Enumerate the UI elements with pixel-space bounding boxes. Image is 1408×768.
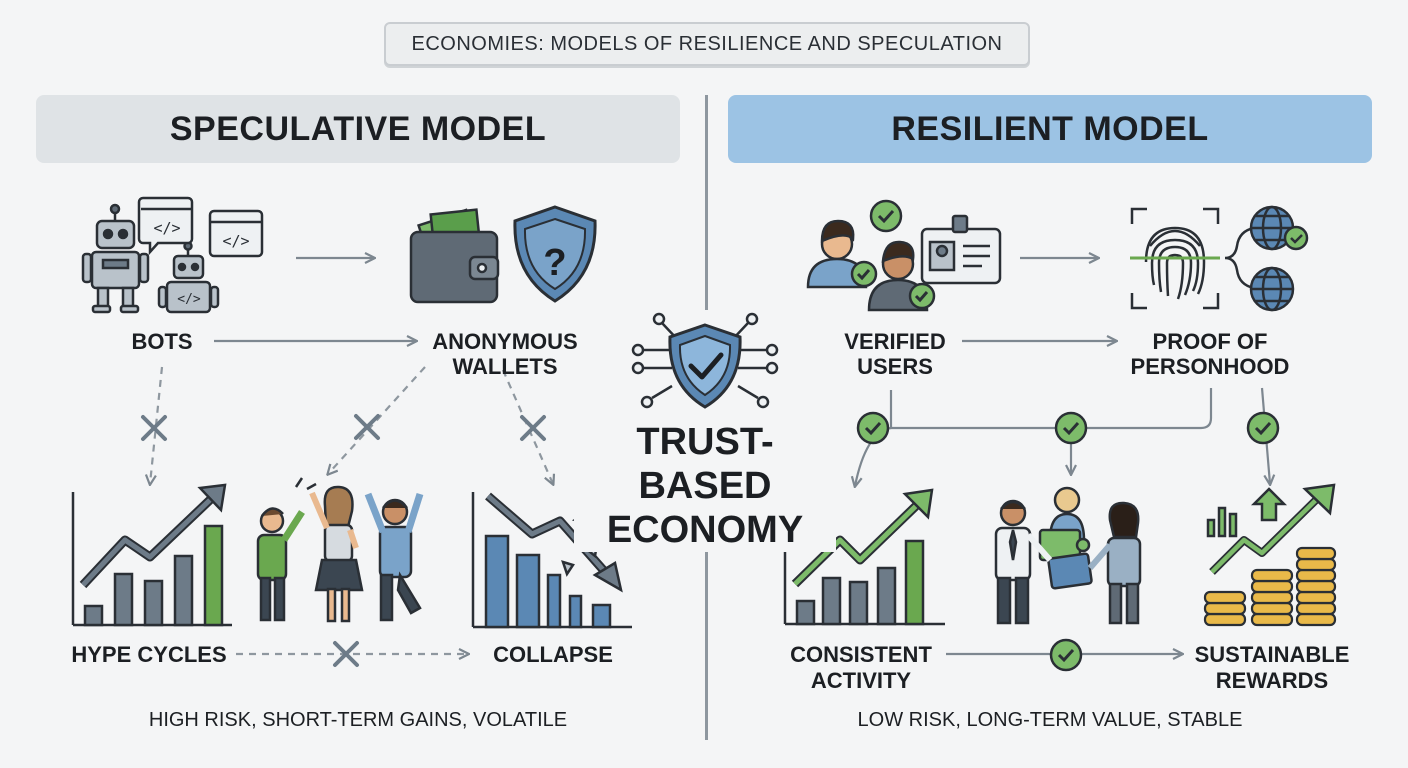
anonymous-wallets-label-1: ANONYMOUS (415, 328, 595, 355)
center-title-line2: ECONOMY (574, 508, 836, 552)
svg-text:</>: </> (177, 292, 201, 307)
globe-icon (1251, 207, 1307, 310)
svg-text:</>: </> (153, 219, 180, 237)
speculative-footer: HIGH RISK, SHORT-TERM GAINS, VOLATILE (36, 709, 680, 732)
rising-chart-icon (73, 485, 232, 625)
people-cheering-icon (258, 478, 420, 621)
code-window-icon-2: </> (210, 211, 262, 256)
team-puzzle-icon (996, 488, 1140, 623)
svg-text:</>: </> (222, 232, 249, 250)
code-window-icon: </> (139, 198, 192, 252)
verified-users-label-2: USERS (820, 353, 970, 380)
wallet-icon (411, 210, 498, 302)
fingerprint-icon (1130, 209, 1220, 308)
consistent-activity-label-2: ACTIVITY (776, 667, 946, 694)
resilient-footer: LOW RISK, LONG-TERM VALUE, STABLE (728, 709, 1372, 732)
verified-users-label-1: VERIFIED (820, 328, 970, 355)
bots-label: BOTS (120, 328, 204, 355)
consistent-activity-label-1: CONSISTENT (776, 641, 946, 668)
proof-of-personhood-label-1: PROOF OF (1112, 328, 1308, 355)
id-card-icon (922, 216, 1000, 283)
svg-text:?: ? (543, 242, 566, 284)
collapse-label: COLLAPSE (478, 641, 628, 668)
sustainable-rewards-label-2: REWARDS (1184, 667, 1360, 694)
sustainable-rewards-label-1: SUSTAINABLE (1184, 641, 1360, 668)
trust-based-economy-title: TRUST-BASED ECONOMY (574, 420, 836, 552)
hype-cycles-label: HYPE CYCLES (60, 641, 238, 668)
center-title-line1: TRUST-BASED (574, 420, 836, 508)
anonymous-wallets-label-2: WALLETS (415, 353, 595, 380)
shield-question-icon: ? (515, 207, 595, 301)
shield-check-icon (633, 314, 777, 407)
proof-of-personhood-label-2: PERSONHOOD (1112, 353, 1308, 380)
